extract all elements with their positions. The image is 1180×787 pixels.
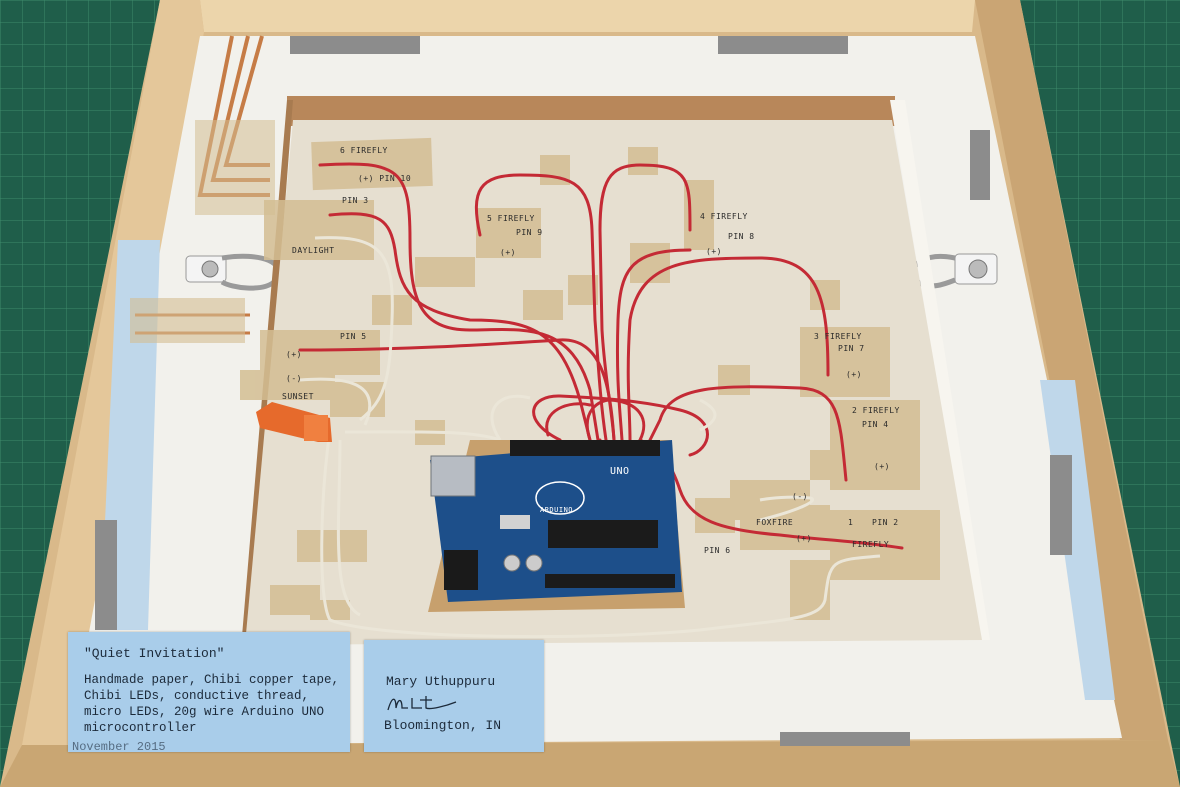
label-uno: UNO bbox=[610, 466, 630, 477]
artwork-title: "Quiet Invitation" bbox=[84, 646, 225, 661]
label-firefly-2: 2 FIREFLY bbox=[852, 406, 900, 415]
label-pin-7: PIN 7 bbox=[838, 344, 865, 353]
wire-nut bbox=[256, 402, 332, 442]
tape-left bbox=[130, 298, 245, 343]
artist-card: Mary Uthuppuru Bloomington, IN bbox=[364, 640, 544, 752]
artwork-date: November 2015 bbox=[72, 740, 166, 754]
label-firefly-6: 6 FIREFLY bbox=[340, 146, 388, 155]
artwork-materials: Handmade paper, Chibi copper tape, Chibi… bbox=[84, 673, 340, 735]
label-plus-3: (+) bbox=[846, 370, 862, 379]
label-plus-5: (+) bbox=[500, 248, 516, 257]
hanger-left bbox=[185, 253, 281, 291]
label-minus-sunset: (-) bbox=[286, 374, 302, 383]
label-firefly-3: 3 FIREFLY bbox=[814, 332, 862, 341]
arduino-board bbox=[430, 440, 682, 602]
label-pin-6: PIN 6 bbox=[704, 546, 731, 555]
label-firefly-4: 4 FIREFLY bbox=[700, 212, 748, 221]
label-minus-foxfire: (-) bbox=[792, 492, 808, 501]
artist-city: Bloomington, IN bbox=[384, 718, 502, 733]
label-foxfire: FOXFIRE bbox=[756, 518, 794, 527]
label-sunset: SUNSET bbox=[282, 392, 314, 401]
label-plus-2: (+) bbox=[874, 462, 890, 471]
label-firefly-5: 5 FIREFLY bbox=[487, 214, 535, 223]
label-pin-8: PIN 8 bbox=[728, 232, 755, 241]
label-firefly-1-number: 1 bbox=[848, 518, 854, 527]
label-pin-4: PIN 4 bbox=[862, 420, 889, 429]
label-plus-4: (+) bbox=[706, 247, 722, 256]
artist-name: Mary Uthuppuru bbox=[386, 674, 496, 689]
white-wires bbox=[299, 236, 881, 639]
signature-icon bbox=[387, 696, 457, 711]
label-pin-3: PIN 3 bbox=[342, 196, 369, 205]
label-arduino: ARDUINO bbox=[540, 506, 574, 514]
label-firefly-1: FIREFLY bbox=[852, 540, 890, 549]
panel-right-edge bbox=[890, 100, 990, 640]
label-daylight: DAYLIGHT bbox=[292, 246, 335, 255]
label-pin-10: (+) PIN 10 bbox=[358, 174, 412, 183]
staple-tapes bbox=[95, 36, 1072, 746]
label-pin-5: PIN 5 bbox=[340, 332, 367, 341]
hanger-right bbox=[910, 253, 998, 289]
label-plus-foxfire: (+) bbox=[796, 534, 812, 543]
artwork-info-card: "Quiet Invitation" Handmade paper, Chibi… bbox=[68, 632, 350, 754]
label-pin-9: PIN 9 bbox=[516, 228, 543, 237]
label-pin-2: PIN 2 bbox=[872, 518, 899, 527]
label-plus-sunset: (+) bbox=[286, 350, 302, 359]
tape-top-left bbox=[195, 120, 275, 215]
